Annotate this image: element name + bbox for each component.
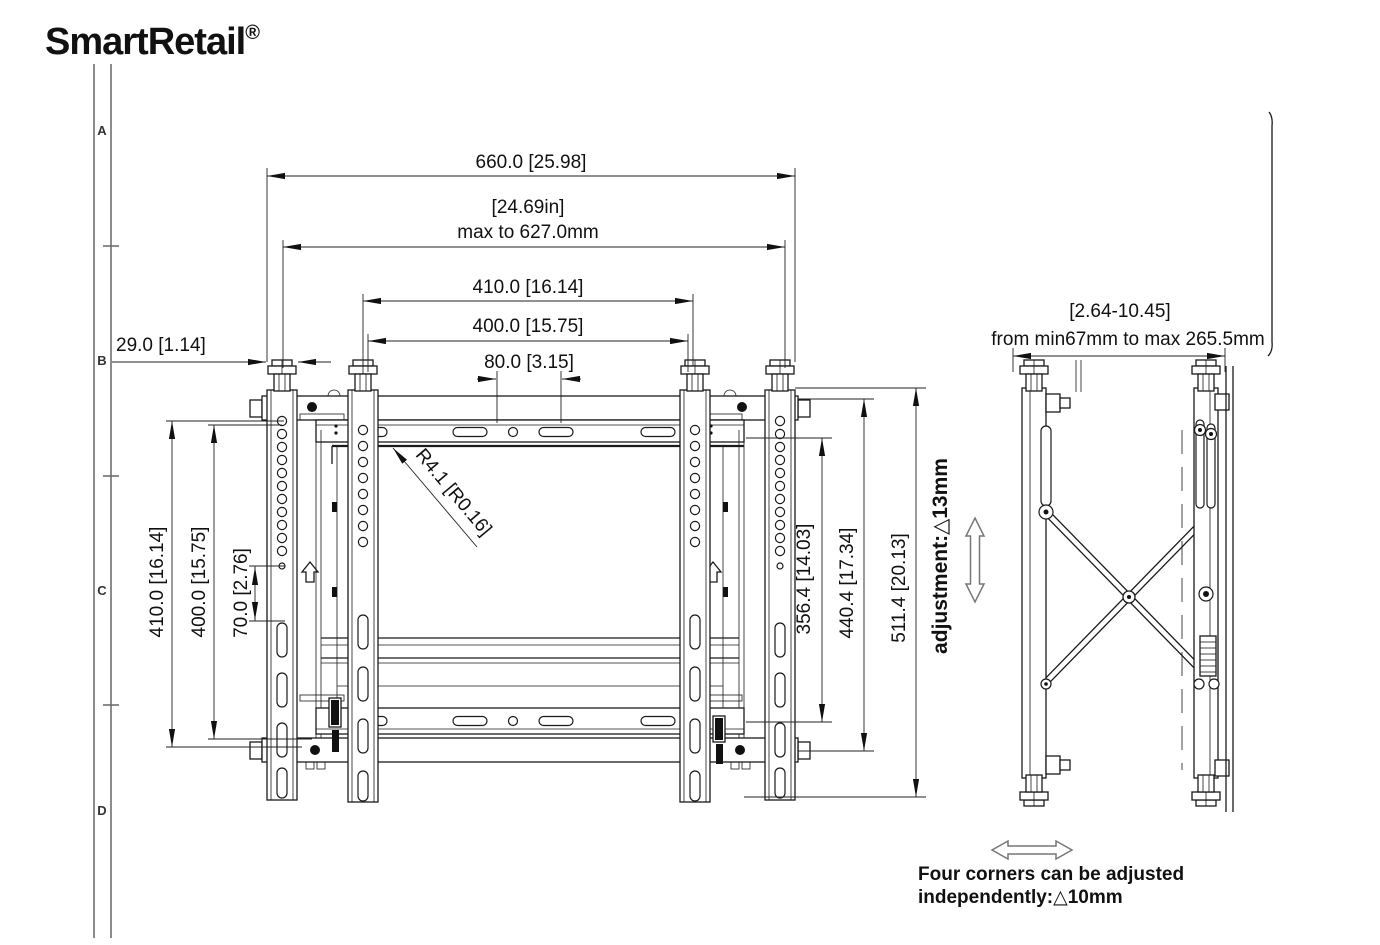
dim-adjustment: adjustment:△13mm <box>929 458 952 654</box>
dim-height-70: 70.0 [2.76] <box>231 548 252 638</box>
front-view-dimensions: 660.0 [25.98] [24.69in] max to 627.0mm 4… <box>112 152 952 798</box>
bottom-tv-bar <box>299 694 745 735</box>
outer-left-rail <box>266 389 298 801</box>
left-clamp-screw <box>328 697 342 752</box>
inner-frame <box>301 430 745 758</box>
side-knob <box>1019 774 1049 807</box>
dim-corner-radius: R4.1 [R0.16] <box>411 445 496 540</box>
rail-knob <box>765 359 795 392</box>
zone-letter-a: A <box>97 123 107 138</box>
dim-rail-spacing: 410.0 [16.14] <box>473 277 584 298</box>
dim-height-410: 410.0 [16.14] <box>147 527 168 638</box>
side-knob <box>1191 774 1221 807</box>
dim-vesa-width: 400.0 [15.75] <box>473 316 584 337</box>
top-wall-bar <box>249 389 811 421</box>
dim-max-width-mm: max to 627.0mm <box>457 222 599 243</box>
registered-mark-icon: ® <box>245 22 260 44</box>
inner-left-rail <box>347 389 379 803</box>
brand-logo: SmartRetail® <box>45 21 260 63</box>
side-wall-plate <box>1181 366 1234 812</box>
horizontal-adjust-arrow-icon <box>990 839 1074 861</box>
dim-height-400: 400.0 [15.75] <box>189 527 210 638</box>
note-line-2: independently:△10mm <box>918 887 1123 908</box>
side-knob <box>1191 359 1221 392</box>
side-view-dimensions: [2.64-10.45] from min67mm to max 265.5mm <box>991 301 1265 372</box>
rail-knob <box>267 359 297 392</box>
dim-depth-mm: from min67mm to max 265.5mm <box>991 329 1264 350</box>
inner-right-rail <box>679 389 711 803</box>
dim-height-440: 440.4 [17.34] <box>837 528 858 639</box>
side-front-plate <box>1021 387 1071 779</box>
zone-letter-c: C <box>97 583 107 598</box>
right-clamp-screw <box>712 715 726 764</box>
brand-logo-text: SmartRetail <box>45 21 245 63</box>
outer-right-rail <box>764 389 796 801</box>
dim-max-width-in: [24.69in] <box>492 197 565 218</box>
note-line-1: Four corners can be adjusted <box>918 864 1184 885</box>
side-knob <box>1019 359 1049 392</box>
dim-depth-in: [2.64-10.45] <box>1069 301 1170 322</box>
dim-overall-width: 660.0 [25.98] <box>476 152 587 173</box>
dim-height-511: 511.4 [20.13] <box>889 533 910 643</box>
dim-slot-spacing: 80.0 [3.15] <box>484 352 574 373</box>
wall-reference-line <box>1267 111 1273 357</box>
zone-letter-b: B <box>97 353 106 368</box>
dim-rail-width: 29.0 [1.14] <box>116 335 206 356</box>
front-view <box>249 359 811 803</box>
rail-knob <box>680 359 710 392</box>
adjustment-note: Four corners can be adjusted independent… <box>918 864 1184 908</box>
zone-letter-d: D <box>97 803 106 818</box>
drawing-border: A B C D <box>93 64 119 938</box>
scissor-mechanism <box>1043 509 1215 685</box>
dim-height-356: 356.4 [14.03] <box>794 524 815 635</box>
vertical-adjust-arrow-icon <box>964 516 986 604</box>
side-view <box>964 111 1273 861</box>
